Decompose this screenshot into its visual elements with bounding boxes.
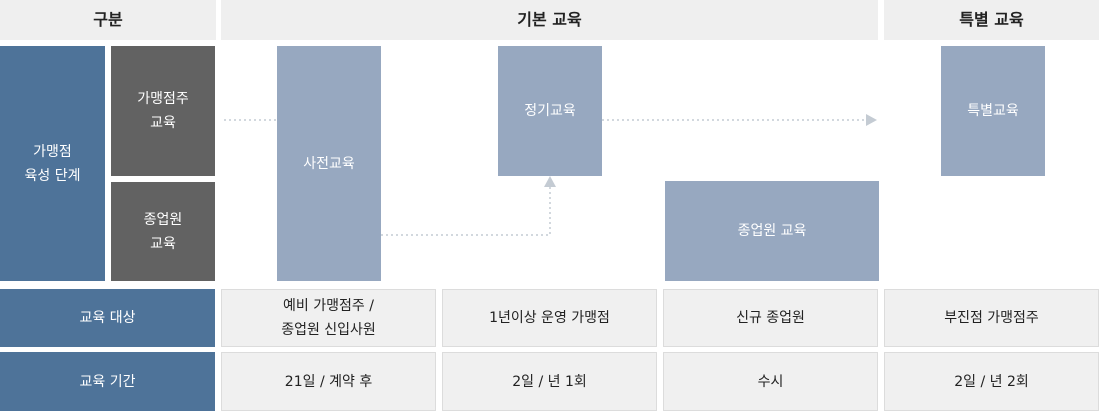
target-cell-regular: 1년이상 운영 가맹점 [442,289,657,347]
arrowhead-up [544,176,556,187]
period-cell-pre: 21일 / 계약 후 [221,352,436,411]
target-cell-special: 부진점 가맹점주 [884,289,1099,347]
program-regular-education: 정기교육 [498,46,602,176]
program-special-education: 특별교육 [941,46,1045,176]
connector-pre-to-regular [381,186,551,236]
row-label-period: 교육 기간 [0,352,215,411]
header-basic-education: 기본 교육 [221,0,878,40]
stage-label: 가맹점 육성 단계 [0,46,105,281]
row-label-target: 교육 대상 [0,289,215,347]
header-special-education: 특별 교육 [884,0,1099,40]
program-staff-education: 종업원 교육 [665,181,879,281]
period-cell-staff: 수시 [663,352,878,411]
stage-franchisee-education: 가맹점주 교육 [111,46,215,176]
stage-employee-education: 종업원 교육 [111,182,215,281]
period-cell-regular: 2일 / 년 1회 [442,352,657,411]
period-cell-special: 2일 / 년 2회 [884,352,1099,411]
header-category: 구분 [0,0,216,40]
program-pre-education: 사전교육 [277,46,381,281]
target-cell-staff: 신규 종업원 [663,289,878,347]
target-cell-pre: 예비 가맹점주 / 종업원 신입사원 [221,289,436,347]
arrowhead-right [866,114,877,126]
